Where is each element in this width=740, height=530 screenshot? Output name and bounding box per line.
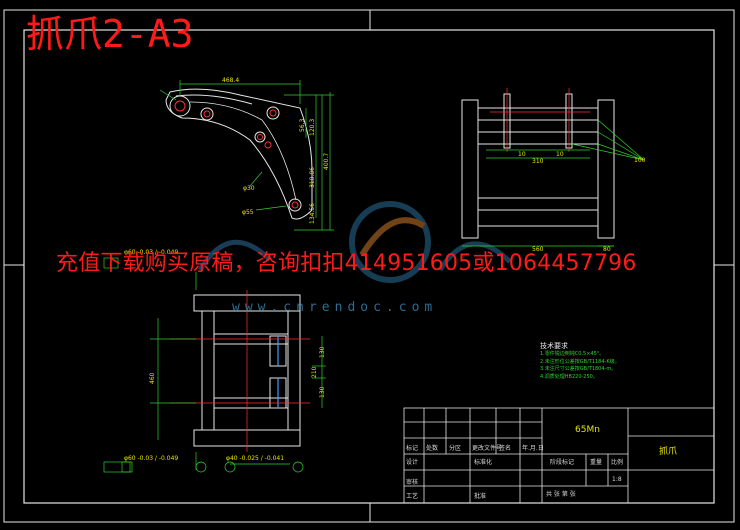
tb-part-name: 抓爪: [659, 447, 678, 457]
drawing-title: 抓爪2-A3: [26, 12, 194, 56]
title-block-grid: [403, 407, 715, 504]
watermark-logo: [197, 201, 512, 283]
sheet-borders: [3, 9, 735, 523]
tech-req-heading: 技术要求: [540, 342, 568, 350]
watermark-url: www.cnrendoc.com: [232, 300, 438, 315]
tech-req-item: 4.调质处理HB220-250。: [540, 373, 598, 380]
tb-label-stage: 阶段标记: [550, 459, 575, 466]
dim-side-80: 80: [603, 246, 611, 253]
dim-front-130a: 130: [319, 346, 326, 358]
tb-material: 65Mn: [575, 425, 600, 435]
dim-vert-5: 134.56: [309, 203, 316, 224]
tb-label-weight: 重量: [590, 459, 603, 466]
tb-label-mark: 标记: [406, 445, 419, 452]
dim-side-310: 310: [532, 158, 544, 165]
tb-label-count: 处数: [426, 445, 439, 452]
claw-dimensions: [159, 80, 334, 231]
side-frame-dim-text: 10 10 310 560 80 100: [518, 151, 646, 253]
tb-sheets: 共 张 第 张: [546, 491, 576, 498]
dim-dia-large: φ55: [242, 209, 254, 216]
side-frame-view: [461, 93, 615, 239]
tech-req-item: 3.未注尺寸公差按GB/T1804-m。: [540, 366, 617, 372]
front-view-dim-text: φ60 -0.03 / -0.049 φ60 -0.03 / -0.049 φ4…: [124, 249, 326, 462]
tb-label-review: 审核: [406, 479, 419, 486]
dim-side-100: 100: [634, 157, 646, 164]
claw-curved-view: [165, 88, 313, 220]
dim-vert-3: 318.86: [309, 167, 316, 188]
tb-label-process: 工艺: [406, 493, 419, 500]
inner-frame: [23, 29, 715, 504]
tech-req-item: 1.零件锐边倒钝C0.5×45°。: [540, 351, 605, 357]
front-view-dimensions: [103, 257, 326, 473]
dim-side-10a: 10: [518, 151, 526, 158]
dim-vert-4: 400.7: [323, 153, 330, 170]
dim-fit-bot: φ60 -0.03 / -0.049: [124, 455, 178, 462]
dim-side-560: 560: [532, 246, 544, 253]
side-frame-dimensions: [462, 119, 645, 247]
dim-vert-1: 56.3: [299, 118, 306, 132]
tb-label-ratio: 比例: [611, 459, 624, 466]
dim-front-210: 210: [311, 366, 318, 378]
tb-label-date: 年.月.日: [522, 445, 544, 452]
dim-dia-small: φ30: [243, 185, 255, 192]
dim-front-130b: 130: [319, 386, 326, 398]
dim-fit-top: φ60 -0.03 / -0.049: [124, 249, 178, 256]
dim-top-width: 468.4: [222, 77, 239, 84]
tb-label-signature: 签名: [499, 445, 512, 452]
technical-requirements: 技术要求 1.零件锐边倒钝C0.5×45°。 2.未注形位公差按GB/T1184…: [540, 341, 620, 381]
dim-side-10b: 10: [556, 151, 564, 158]
dim-front-460: 460: [149, 372, 156, 384]
tb-scale: 1:8: [612, 476, 622, 483]
tb-label-change-doc: 更改文件号: [472, 445, 503, 452]
outer-border: [3, 9, 735, 523]
dim-vert-2: 120.3: [309, 119, 316, 136]
claw-dim-text: 468.4 φ30 φ55 56.3 120.3 318.86 400.7 13…: [222, 77, 330, 224]
promo-banner: 充值下载购买原稿，咨询扣扣414951605或1064457796: [56, 251, 637, 276]
tech-req-item: 2.未注形位公差按GB/T1184-K级。: [540, 358, 620, 365]
tb-label-approve: 批准: [474, 493, 487, 500]
side-frame-centerlines: [490, 88, 590, 152]
dim-fit-mid: φ40 -0.025 / -0.041: [226, 455, 284, 462]
tb-label-zone: 分区: [449, 445, 462, 452]
tb-label-design: 设计: [406, 459, 419, 466]
tb-label-standardize: 标准化: [474, 459, 493, 466]
